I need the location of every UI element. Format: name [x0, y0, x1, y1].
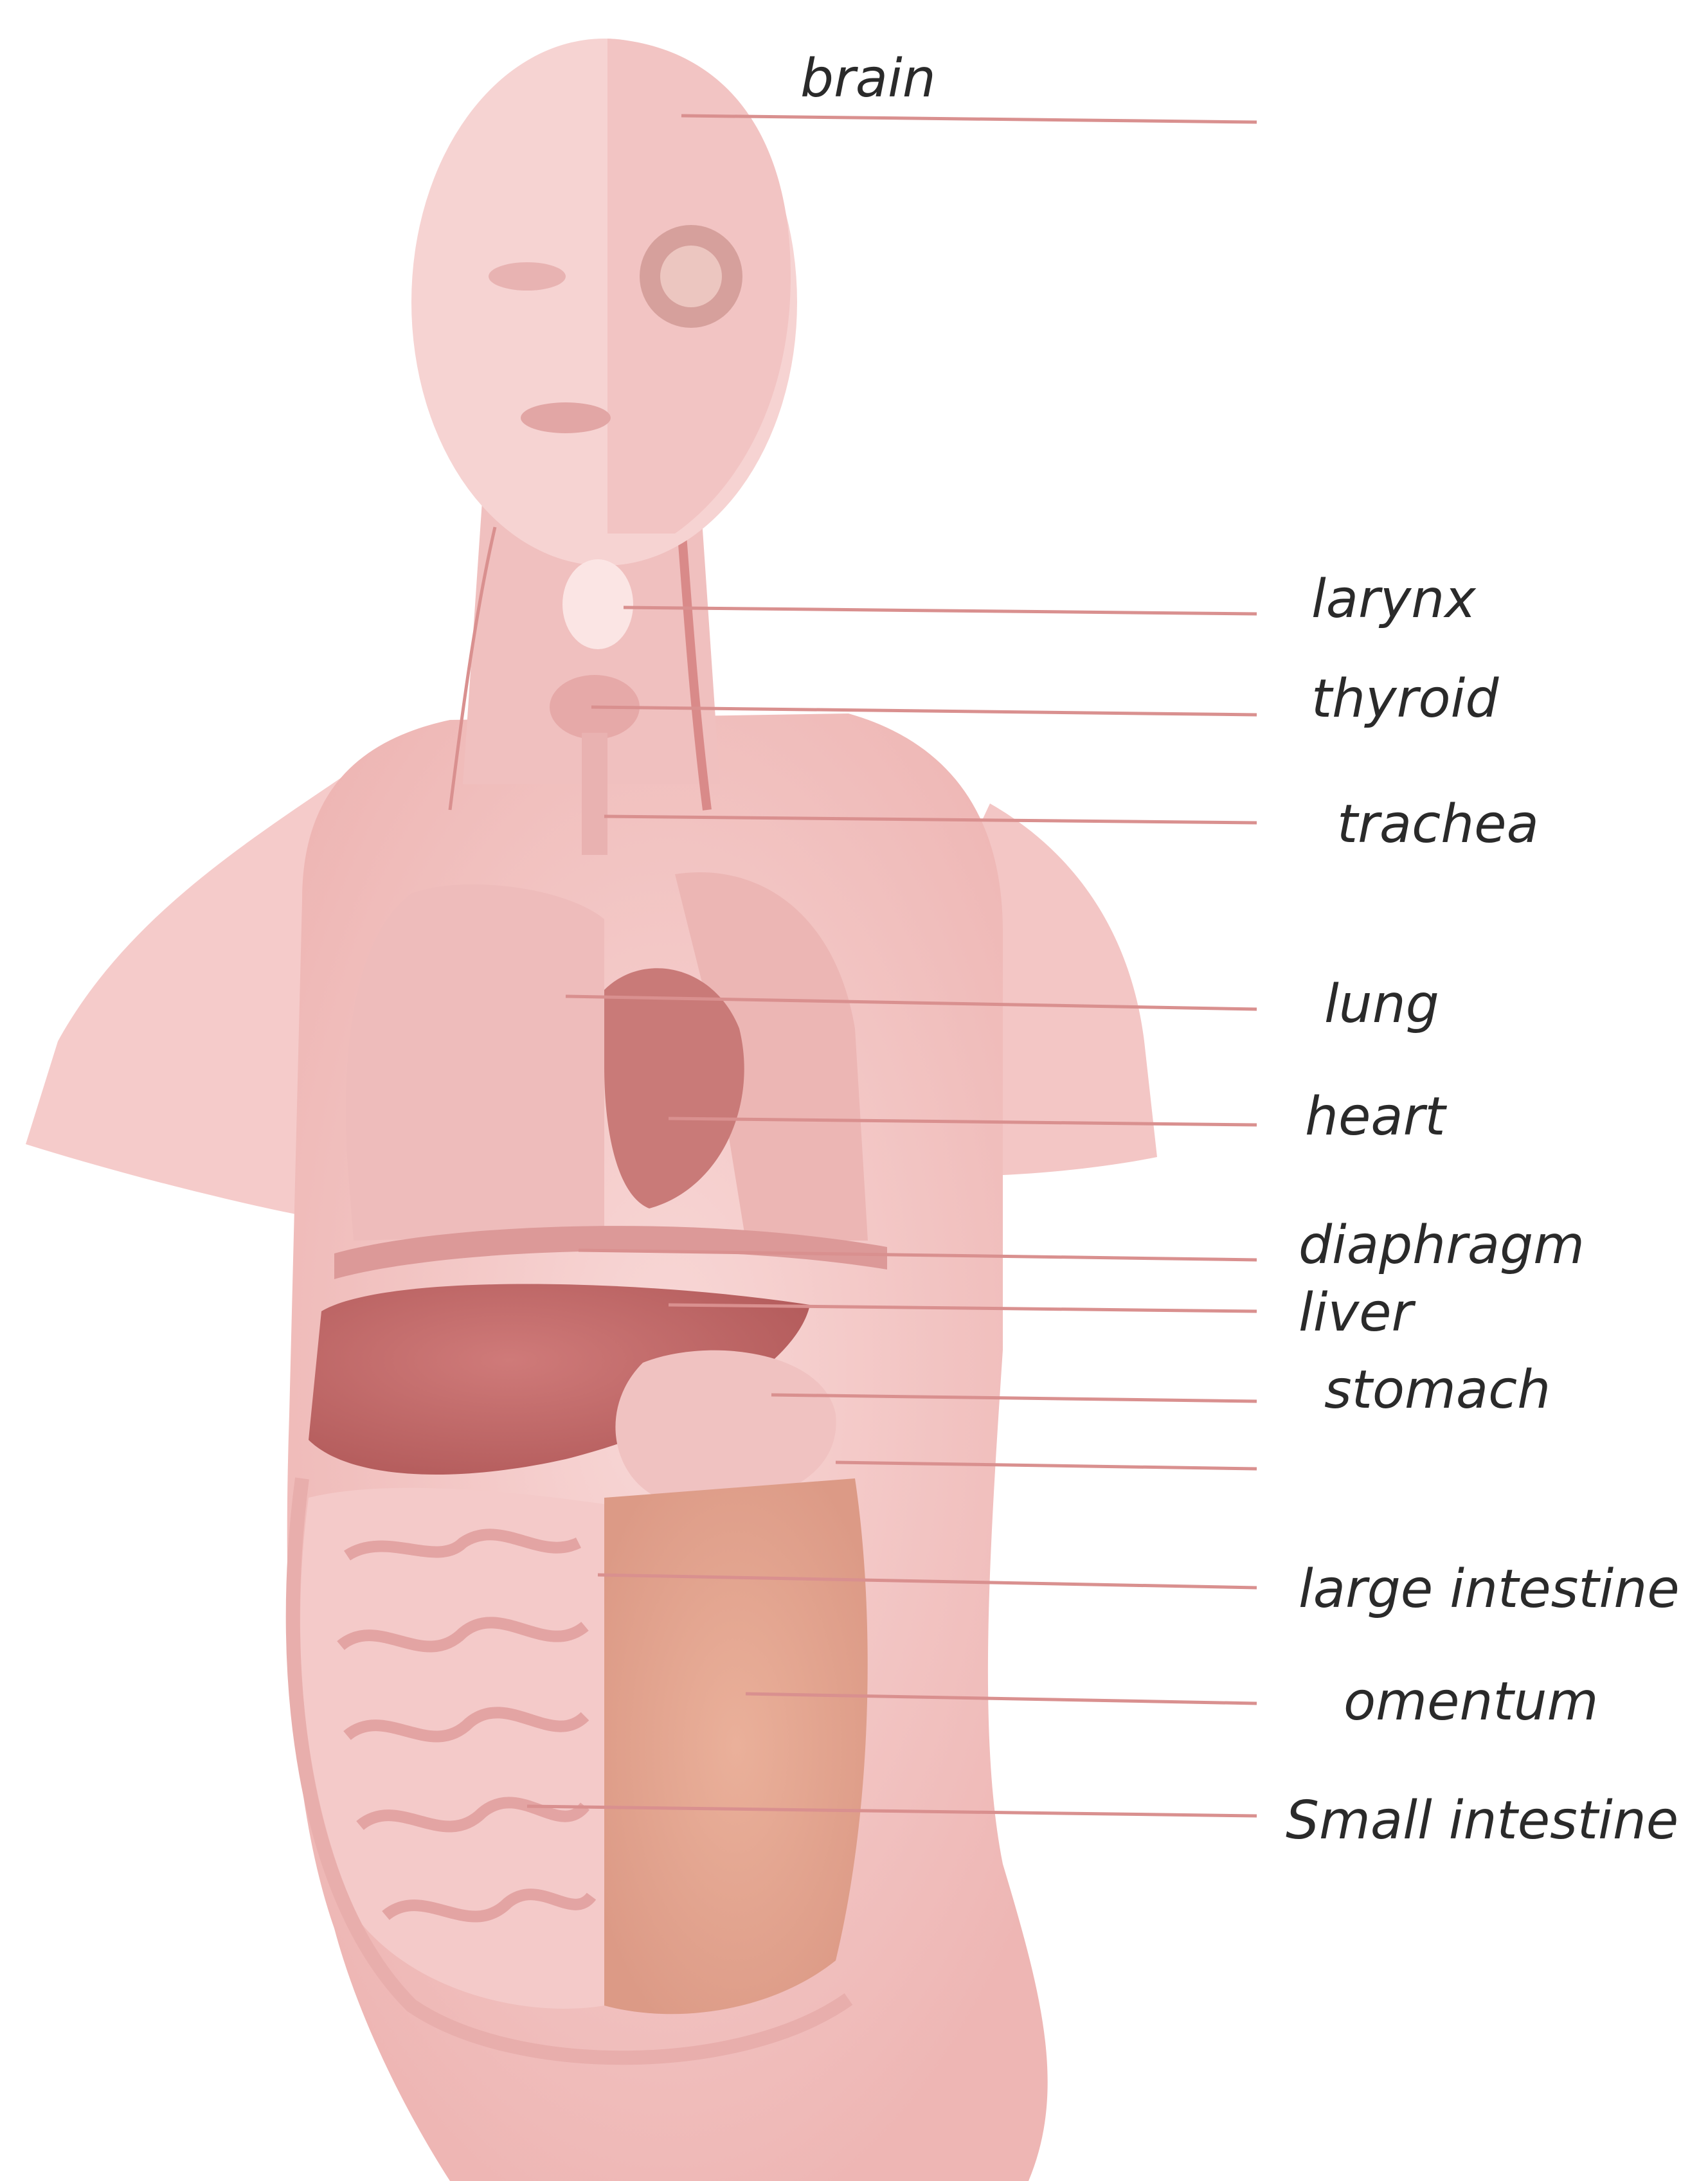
label-lung: lung — [1324, 974, 1439, 1035]
label-larynx: larynx — [1311, 569, 1477, 630]
trachea-shape — [582, 733, 607, 855]
label-stomach: stomach — [1324, 1360, 1551, 1421]
leader-brain — [681, 116, 1257, 122]
label-diaphragm: diaphragm — [1299, 1215, 1585, 1276]
label-brain: brain — [800, 48, 936, 109]
label-heart: heart — [1305, 1086, 1447, 1147]
abdomen-organs — [293, 1284, 868, 2058]
larynx-shape — [562, 559, 633, 649]
label-trachea: trachea — [1337, 794, 1539, 855]
label-omentum: omentum — [1344, 1671, 1598, 1732]
omentum-shape — [604, 1478, 868, 2014]
label-small-intestine: Small intestine — [1286, 1790, 1678, 1851]
label-liver: liver — [1299, 1282, 1416, 1343]
label-large-intestine: large intestine — [1299, 1559, 1680, 1620]
left-lung — [346, 884, 604, 1241]
leader-larynx — [624, 607, 1257, 614]
label-thyroid: thyroid — [1311, 669, 1499, 730]
